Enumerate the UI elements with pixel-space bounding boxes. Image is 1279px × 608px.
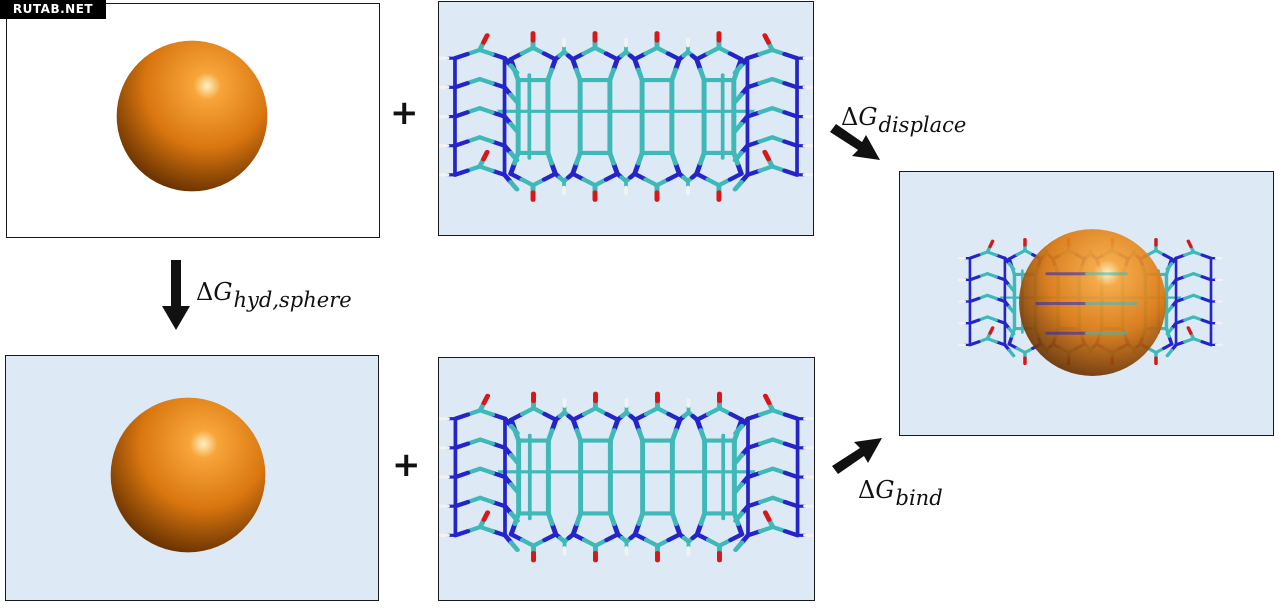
host-molecule xyxy=(439,31,813,202)
watermark: RUTAB.NET xyxy=(0,0,106,19)
delta-symbol: Δ xyxy=(841,103,859,131)
delta-symbol: Δ xyxy=(196,278,214,306)
plus-sign-bottom: + xyxy=(392,445,421,485)
sphere-graphic xyxy=(116,40,268,192)
sphere-graphic xyxy=(110,397,266,553)
delta-g-displace-label: ΔGdisplace xyxy=(841,103,966,136)
host-water-panel xyxy=(438,357,815,601)
plus-sign-top: + xyxy=(390,93,419,133)
sphere-vacuum-panel xyxy=(6,3,380,238)
g-symbol: G xyxy=(875,476,895,504)
host-vacuum-panel xyxy=(438,1,814,236)
host-guest-complex xyxy=(958,229,1223,376)
delta-g-bind-label: ΔGbind xyxy=(858,476,943,509)
arrow-down-icon xyxy=(162,260,190,330)
delta-symbol: Δ xyxy=(858,476,876,504)
subscript: hyd,sphere xyxy=(233,288,352,312)
sphere xyxy=(110,397,266,553)
arrow-down-right-icon xyxy=(830,124,880,160)
g-symbol: G xyxy=(858,103,878,131)
arrow-up-right-icon xyxy=(832,438,882,474)
sphere-water-panel xyxy=(5,355,379,601)
subscript: displace xyxy=(878,113,967,137)
g-symbol: G xyxy=(213,278,233,306)
complex-panel xyxy=(899,171,1274,436)
subscript: bind xyxy=(895,486,943,510)
sphere xyxy=(116,40,268,192)
delta-g-hyd-sphere-label: ΔGhyd,sphere xyxy=(196,278,352,311)
host-molecule xyxy=(439,391,814,563)
